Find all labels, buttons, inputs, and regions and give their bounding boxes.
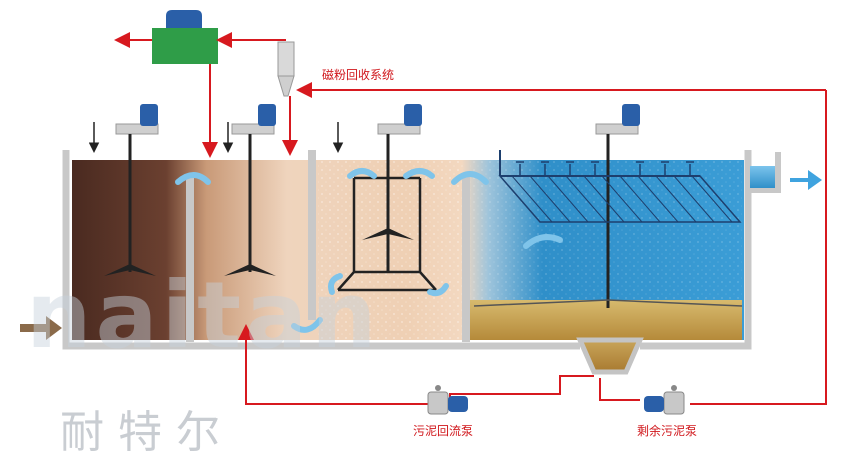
red-pipes — [114, 32, 827, 405]
magnetic-recovery-unit — [152, 10, 295, 97]
sludge-hopper — [576, 337, 644, 375]
excess-sludge-pump — [644, 385, 685, 415]
label-sludge-return-pump: 污泥回流泵 — [413, 424, 474, 438]
partition-3 — [462, 176, 470, 342]
tank-walls — [62, 150, 752, 350]
label-excess-sludge-pump: 剩余污泥泵 — [637, 424, 698, 438]
watermark-chinese: 耐 特 尔 — [60, 407, 220, 458]
agitator-1 — [104, 104, 159, 276]
outlet-water — [750, 166, 775, 188]
clarifier-texture — [470, 160, 742, 300]
sludge-layer — [470, 300, 742, 340]
dosing-arrows — [88, 122, 344, 153]
flow-arrows — [175, 168, 563, 333]
outlet-channel — [748, 152, 781, 193]
outlet-arrow — [790, 170, 822, 190]
sludge-return-pump — [427, 385, 468, 415]
mixing-texture — [318, 160, 463, 340]
partition-2 — [308, 150, 316, 320]
label-magnetic-recovery: 磁粉回收系统 — [322, 68, 395, 82]
inlet-arrow — [20, 316, 62, 340]
inclined-plates — [498, 150, 742, 223]
agitator-3 — [337, 104, 437, 292]
partition-1 — [186, 176, 194, 342]
watermark-latin: naitan — [26, 262, 381, 369]
clarifier-scraper — [473, 104, 743, 308]
agitator-2 — [224, 104, 276, 276]
